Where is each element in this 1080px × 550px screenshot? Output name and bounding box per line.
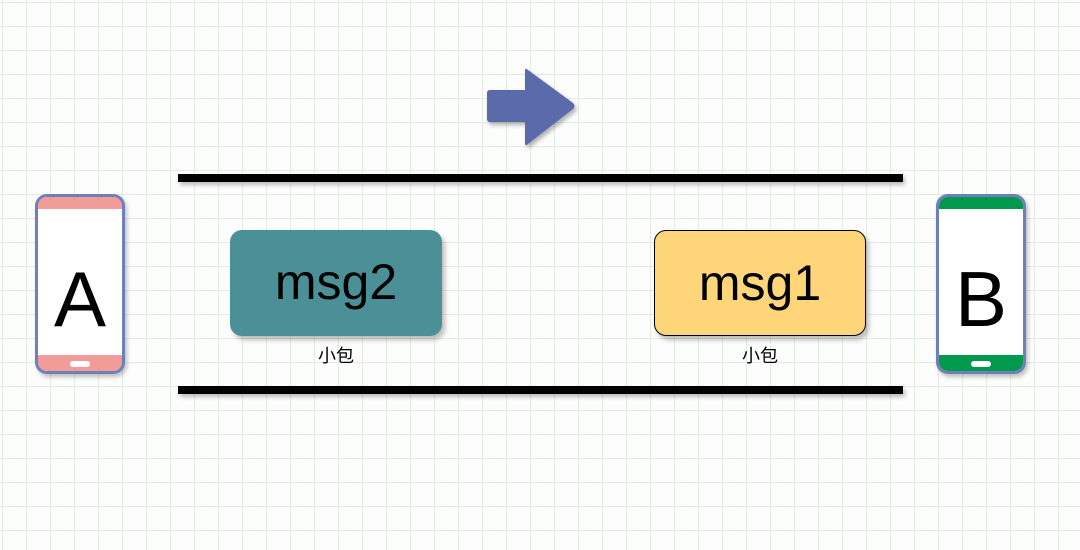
phone-a-screen: A bbox=[42, 209, 118, 355]
phone-a: A bbox=[35, 194, 125, 374]
message-caption: 小包 bbox=[318, 346, 354, 366]
channel-bottom-line bbox=[178, 386, 903, 394]
phone-b: B bbox=[936, 194, 1026, 374]
message-label: msg2 bbox=[274, 254, 398, 310]
arrow-shape bbox=[487, 68, 575, 146]
message-box-msg2: msg2 bbox=[230, 230, 442, 336]
phone-a-top-bezel bbox=[38, 197, 122, 209]
phone-a-bottom-bezel bbox=[38, 355, 122, 371]
phone-b-label: B bbox=[954, 255, 1008, 343]
phone-a-home-button bbox=[70, 361, 90, 367]
phone-b-screen: B bbox=[943, 209, 1019, 355]
message-label: msg1 bbox=[698, 255, 822, 311]
message-box-msg1: msg1 bbox=[654, 230, 866, 336]
phone-b-bottom-bezel bbox=[939, 355, 1023, 371]
phone-b-home-button bbox=[971, 361, 991, 367]
channel-top-line bbox=[178, 174, 903, 182]
phone-b-top-bezel bbox=[939, 197, 1023, 209]
right-arrow-icon bbox=[487, 68, 575, 146]
message-caption: 小包 bbox=[742, 346, 778, 366]
phone-a-label: A bbox=[53, 255, 107, 343]
